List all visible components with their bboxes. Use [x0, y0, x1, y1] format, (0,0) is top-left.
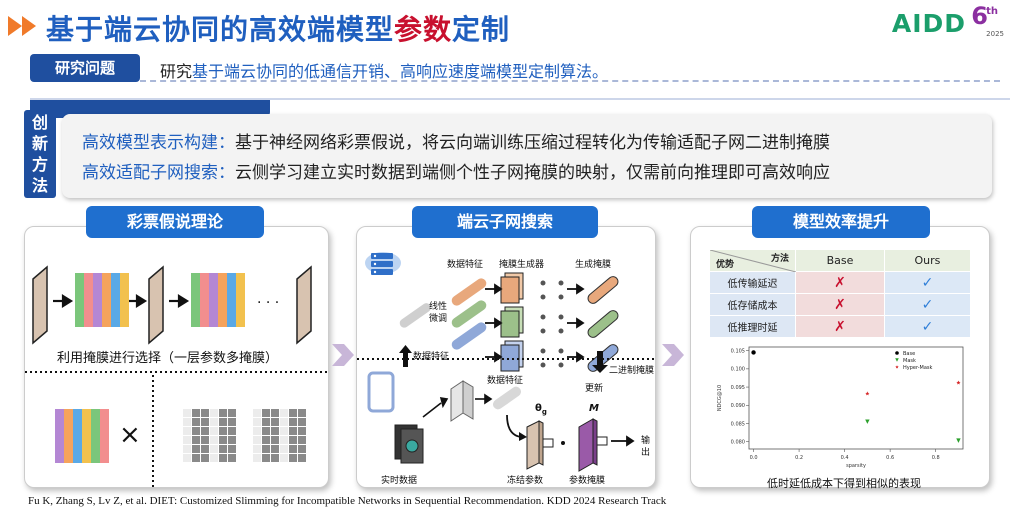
panel-title-subnet-search: 端云子网搜索 — [412, 206, 598, 238]
y-tick-label: 0.080 — [731, 440, 745, 446]
title-arrow-icon — [8, 16, 36, 36]
table-row: 低传输延迟 ✗ ✓ — [709, 271, 972, 294]
check-icon: ✓ — [883, 271, 972, 294]
divider — [30, 98, 1010, 100]
label-data-feature: 数据特征 — [413, 352, 450, 362]
table-row: 低存储成本 ✗ ✓ — [709, 293, 972, 316]
research-problem-tag: 研究问题 — [30, 54, 140, 82]
panel-lottery-hypothesis: · · · × 利用掩膜进行选择（一层参数多掩膜） — [24, 226, 330, 489]
y-axis-label: NDCG@10 — [717, 385, 723, 411]
lottery-caption: 利用掩膜进行选择（一层参数多掩膜） — [57, 351, 279, 366]
y-tick-label: 0.085 — [731, 421, 745, 427]
legend-marker — [895, 358, 899, 362]
plot-frame — [748, 346, 964, 450]
citation: Fu K, Zhang S, Lv Z, et al. DIET: Custom… — [28, 495, 667, 507]
legend-marker — [895, 351, 899, 355]
cross-icon: ✗ — [795, 315, 885, 338]
label-data-feature: 数据特征 — [487, 376, 524, 386]
binary-mask-grid — [183, 409, 236, 462]
innovation-item: 高效模型表示构建：基于神经网络彩票假说，将云向端训练压缩过程转化为传输适配子网二… — [82, 133, 830, 153]
x-tick-label: 0.8 — [932, 455, 940, 461]
label-output: 出 — [641, 448, 651, 458]
multiply-icon: × — [119, 420, 141, 450]
panel-title-lottery: 彩票假说理论 — [86, 206, 264, 238]
label-realtime-data: 实时数据 — [381, 476, 418, 486]
panel-subnet-search: 数据特征 掩膜生成器 生成掩膜 线性 微调 数据特征 二进制掩膜 更新 数据特征… — [356, 226, 657, 488]
innovation-method-box: 高效模型表示构建：基于神经网络彩票假说，将云向端训练压缩过程转化为传输适配子网二… — [62, 114, 992, 198]
table-header-ours: Ours — [883, 249, 972, 272]
label-linear: 线性 — [429, 302, 448, 312]
cross-icon: ✗ — [795, 271, 885, 294]
label-update: 更新 — [585, 384, 604, 394]
panel-efficiency: 方法 优势 Base Ours 低传输延迟 ✗ ✓ 低存储成本 ✗ ✓ 低推理时… — [690, 226, 990, 490]
table-header-base: Base — [795, 249, 885, 272]
table-row: 低推理时延 ✗ ✓ — [709, 315, 972, 338]
section-tab-decoration — [30, 100, 270, 118]
comparison-table: 方法 优势 Base Ours 低传输延迟 ✗ ✓ 低存储成本 ✗ ✓ 低推理时… — [709, 249, 972, 338]
label-m: M — [589, 403, 599, 414]
label-mask-generator: 掩膜生成器 — [499, 260, 545, 270]
page-title: 基于端云协同的高效端模型参数定制 — [46, 13, 511, 46]
innovation-item: 高效适配子网搜索：云侧学习建立实时数据到端侧个性子网掩膜的映射，仅需前向推理即可… — [82, 163, 830, 183]
check-icon: ✓ — [883, 315, 972, 338]
data-point-mask — [956, 438, 961, 443]
y-tick-label: 0.090 — [731, 403, 745, 409]
legend-marker — [895, 365, 899, 369]
binary-mask-grid — [253, 409, 306, 462]
legend-label: Mask — [903, 358, 916, 364]
innovation-method-tag: 创 新 方 法 — [24, 110, 56, 198]
label-param-mask: 参数掩膜 — [569, 476, 606, 486]
label-data-feature: 数据特征 — [447, 260, 484, 270]
flow-arrow-icon — [662, 344, 684, 366]
check-icon: ✓ — [883, 293, 972, 316]
cross-icon: ✗ — [795, 293, 885, 316]
x-tick-label: 0.6 — [886, 455, 894, 461]
data-point-hyper-mask — [865, 391, 870, 396]
scatter-chart: 0.0 0.2 0.4 0.6 0.8 0.080 0.085 0.090 0.095 0.100… — [717, 346, 964, 469]
x-tick-label: 0.2 — [795, 455, 803, 461]
label-binary-mask: 二进制掩膜 — [609, 366, 655, 376]
row-label: 低推理时延 — [709, 315, 796, 338]
ellipsis: · · · — [257, 295, 279, 311]
label-output: 输 — [641, 436, 651, 446]
data-point-mask — [865, 419, 870, 424]
row-label: 低传输延迟 — [709, 271, 796, 294]
label-frozen-params: 冻结参数 — [507, 476, 544, 486]
mask-grid — [191, 273, 245, 327]
data-point-hyper-mask — [956, 380, 961, 385]
y-tick-label: 0.095 — [731, 385, 745, 391]
label-theta-g: θg — [535, 403, 547, 416]
data-point-base — [751, 350, 756, 355]
mask-grid — [75, 273, 129, 327]
flow-arrow-icon — [332, 344, 354, 366]
lottery-diagram: · · · × — [25, 265, 330, 489]
legend-label: Base — [903, 351, 915, 357]
x-tick-label: 0.4 — [841, 455, 849, 461]
mask-grid — [55, 409, 109, 463]
phone-icon — [367, 371, 395, 413]
x-axis-label: sparsity — [846, 463, 866, 469]
subnet-search-diagram — [357, 252, 657, 472]
y-tick-label: 0.105 — [731, 348, 745, 354]
divider — [140, 80, 1000, 82]
legend-label: Hyper-Mask — [903, 365, 932, 371]
label-finetune: 微调 — [429, 314, 448, 324]
table-corner: 方法 优势 — [709, 249, 796, 272]
panel-title-efficiency: 模型效率提升 — [752, 206, 930, 238]
cloud-server-icon — [365, 252, 401, 275]
efficiency-caption: 低时延低成本下得到相似的表现 — [767, 477, 921, 490]
research-problem-text: 研究基于端云协同的低通信开销、高响应速度端模型定制算法。 — [160, 62, 609, 81]
label-generated-mask: 生成掩膜 — [575, 260, 612, 270]
y-tick-label: 0.100 — [731, 367, 745, 373]
x-tick-label: 0.0 — [750, 455, 758, 461]
row-label: 低存储成本 — [709, 293, 796, 316]
